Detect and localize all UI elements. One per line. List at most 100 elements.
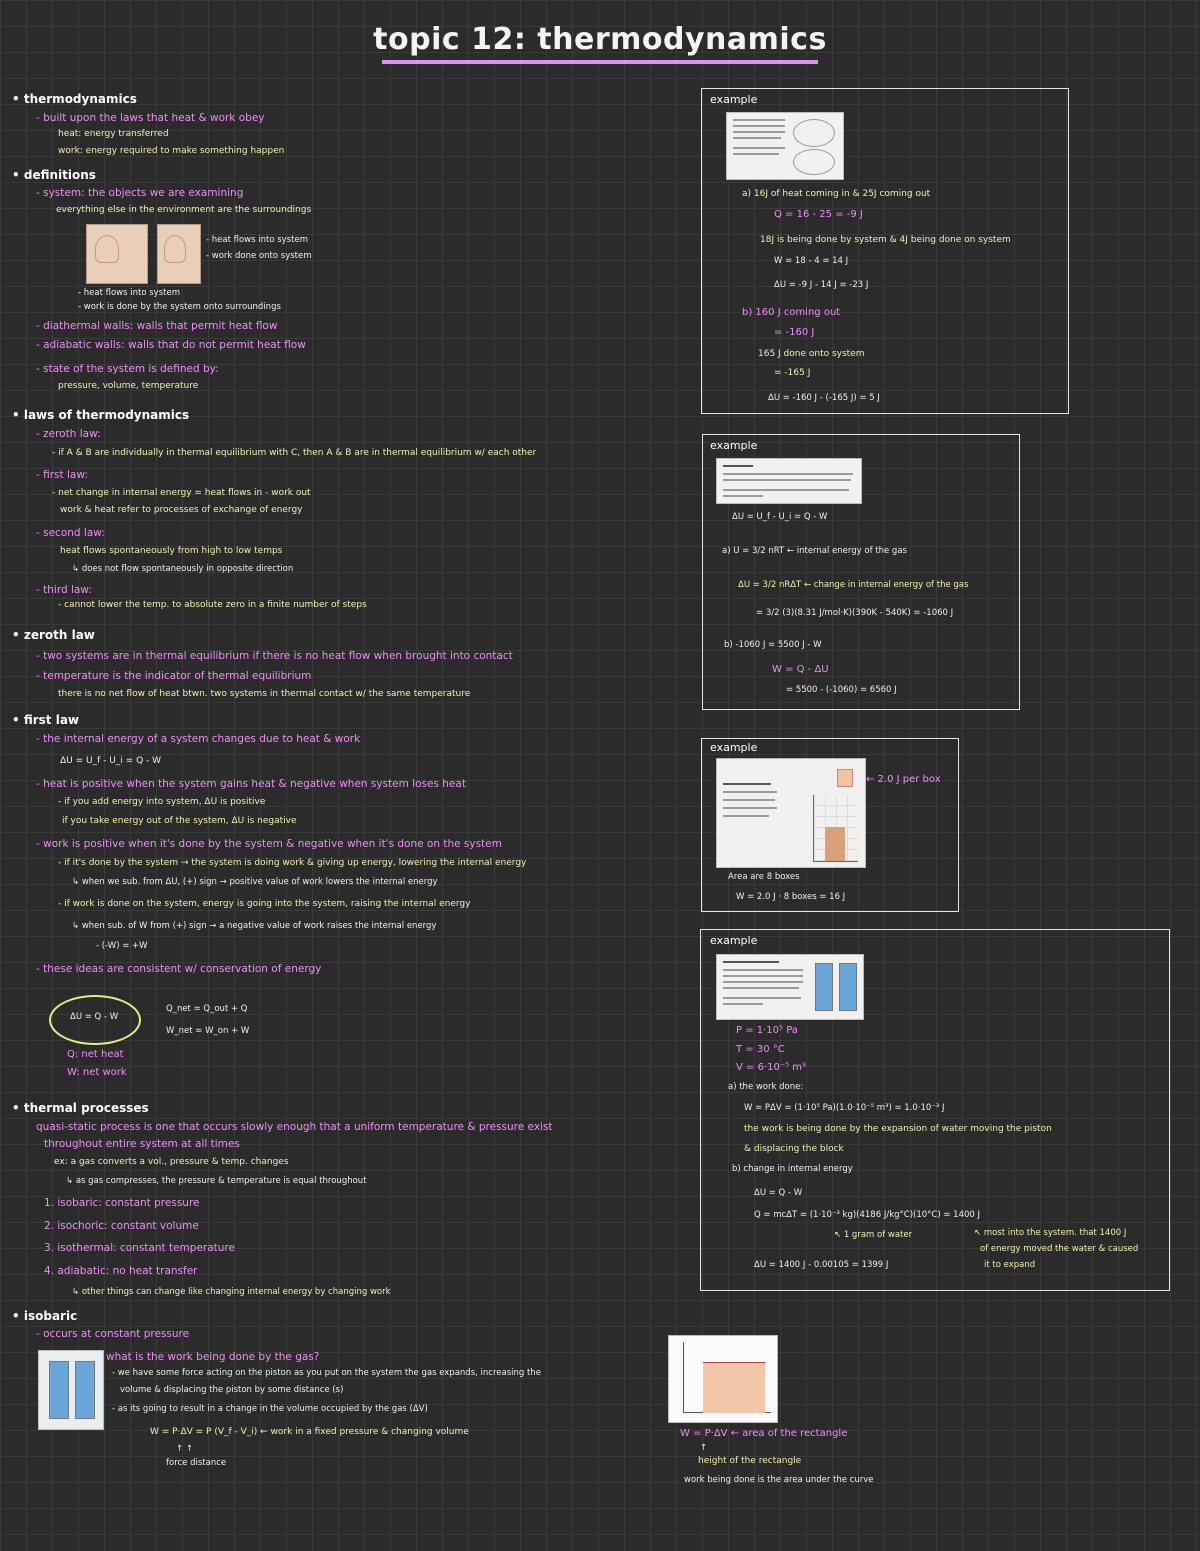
text-line: volume & displacing the piston by some d… (120, 1385, 344, 1395)
example-box-1 (701, 88, 1069, 414)
example-box-2 (702, 434, 1020, 710)
example-2-problem-image (716, 458, 862, 504)
text-line: W = PΔV = (1·10⁵ Pa)(1.0·10⁻⁵ m³) = 1.0·… (744, 1103, 945, 1113)
text-line: W = 2.0 J · 8 boxes = 16 J (736, 892, 846, 902)
text-line: ↳ when sub. of W from (+) sign → a negat… (72, 921, 437, 931)
text-line: - system: the objects we are examining (36, 187, 244, 199)
title-underline (382, 60, 818, 64)
text-line: - third law: (36, 584, 92, 596)
text-line: - cannot lower the temp. to absolute zer… (58, 600, 367, 610)
text-line: = 3/2 (3)(8.31 J/mol·K)(390K - 540K) = -… (756, 608, 954, 618)
text-line: W = P·ΔV ← area of the rectangle (680, 1428, 848, 1439)
text-line: 1. isobaric: constant pressure (44, 1197, 200, 1209)
text-line: - if it's done by the system → the syste… (58, 858, 527, 868)
text-line: ΔU = -9 J - 14 J = -23 J (774, 280, 869, 290)
text-line: ↖ most into the system. that 1400 J (974, 1228, 1127, 1238)
text-line: what is the work being done by the gas? (106, 1351, 320, 1363)
text-line: - if work is done on the system, energy … (58, 899, 471, 909)
text-line: throughout entire system at all times (44, 1138, 240, 1150)
zeroth-law-heading: • zeroth law (12, 628, 95, 642)
example-label: example (710, 93, 758, 106)
text-line: ΔU = 1400 J - 0.00105 = 1399 J (754, 1260, 889, 1270)
text-line: W = P·ΔV = P (V_f - V_i) ← work in a fix… (150, 1427, 469, 1437)
pv-graph-image (668, 1335, 778, 1423)
text-line: ΔU = 3/2 nRΔT ← change in internal energ… (738, 580, 969, 590)
text-line: ex: a gas converts a vol., pressure & te… (54, 1157, 289, 1167)
text-line: ↳ other things can change like changing … (72, 1287, 391, 1297)
text-line: ↳ when we sub. from ΔU, (+) sign → posit… (72, 877, 438, 887)
example-3-problem-image (716, 758, 866, 868)
text-line: work being done is the area under the cu… (684, 1475, 874, 1485)
piston-figure-image (38, 1350, 104, 1430)
text-line: - if you add energy into system, ΔU is p… (58, 797, 266, 807)
first-law-ellipse (49, 995, 141, 1045)
text-line: - work is done by the system onto surrou… (78, 302, 281, 312)
text-line: - if A & B are individually in thermal e… (52, 448, 537, 458)
example-label: example (710, 741, 758, 754)
system-figure-image (86, 224, 148, 284)
text-line: - built upon the laws that heat & work o… (36, 112, 265, 124)
isobaric-heading: • isobaric (12, 1309, 78, 1323)
text-line: - heat flows into system (206, 235, 308, 245)
text-line: a) 16J of heat coming in & 25J coming ou… (742, 189, 931, 199)
text-line: 18J is being done by system & 4J being d… (760, 235, 1011, 245)
text-line: - heat flows into system (78, 288, 180, 298)
text-line: & displacing the block (744, 1144, 844, 1154)
text-line: Q_net = Q_out + Q (166, 1004, 248, 1014)
definitions-heading: • definitions (12, 168, 96, 182)
text-line: - first law: (36, 469, 88, 481)
text-line: ↖ 1 gram of water (834, 1230, 913, 1240)
text-line: - temperature is the indicator of therma… (36, 670, 312, 682)
text-line: ↑ ↑ (176, 1444, 193, 1454)
text-line: = -165 J (774, 368, 811, 378)
text-line: ΔU = Q - W (70, 1012, 119, 1022)
text-line: work & heat refer to processes of exchan… (60, 505, 303, 515)
text-line: V = 6·10⁻⁵ m³ (736, 1062, 807, 1073)
text-line: ΔU = Q - W (754, 1188, 803, 1198)
text-line: - work done onto system (206, 251, 312, 261)
text-line: ↳ does not flow spontaneously in opposit… (72, 564, 294, 574)
text-line: a) the work done: (728, 1082, 804, 1092)
text-line: Q: net heat (67, 1049, 124, 1060)
text-line: Q = 16 - 25 = -9 J (774, 209, 863, 220)
text-line: heat: energy transferred (58, 129, 169, 139)
text-line: pressure, volume, temperature (58, 381, 199, 391)
text-line: ↳ as gas compresses, the pressure & temp… (66, 1176, 367, 1186)
text-line: b) change in internal energy (732, 1164, 853, 1174)
text-line: 3. isothermal: constant temperature (44, 1242, 235, 1254)
text-line: - the internal energy of a system change… (36, 733, 361, 745)
text-line: - net change in internal energy = heat f… (52, 488, 311, 498)
text-line: it to expand (984, 1260, 1036, 1270)
text-line: 4. adiabatic: no heat transfer (44, 1265, 198, 1277)
text-line: - second law: (36, 527, 105, 539)
text-line: Q = mcΔT = (1·10⁻³ kg)(4186 J/kg°C)(10°C… (754, 1210, 981, 1220)
text-line: b) 160 J coming out (742, 307, 841, 318)
text-line: ↑ (700, 1443, 708, 1453)
text-line: = -160 J (774, 327, 815, 338)
text-line: - two systems are in thermal equilibrium… (36, 650, 513, 662)
example-box-3 (701, 738, 959, 912)
text-line: there is no net flow of heat btwn. two s… (58, 689, 471, 699)
text-line: W = Q - ΔU (772, 664, 829, 675)
text-line: P = 1·10⁵ Pa (736, 1025, 798, 1036)
text-line: Area are 8 boxes (728, 872, 800, 882)
text-line: - diathermal walls: walls that permit he… (36, 320, 278, 332)
text-line: quasi-static process is one that occurs … (36, 1121, 553, 1133)
example-label: example (710, 439, 758, 452)
text-line: - heat is positive when the system gains… (36, 778, 466, 790)
text-line: - occurs at constant pressure (36, 1328, 190, 1340)
example-box-4 (700, 929, 1170, 1291)
text-line: a) U = 3/2 nRT ← internal energy of the … (722, 546, 907, 556)
text-line: T = 30 °C (736, 1044, 785, 1055)
thermal-processes-heading: • thermal processes (12, 1101, 149, 1115)
text-line: W: net work (67, 1067, 127, 1078)
text-line: b) -1060 J = 5500 J - W (724, 640, 822, 650)
text-line: ← 2.0 J per box (866, 774, 941, 785)
text-line: W_net = W_on + W (166, 1026, 250, 1036)
text-line: heat flows spontaneously from high to lo… (60, 546, 283, 556)
text-line: of energy moved the water & caused (980, 1244, 1139, 1254)
text-line: - we have some force acting on the pisto… (112, 1368, 541, 1378)
text-line: if you take energy out of the system, ΔU… (62, 816, 297, 826)
text-line: everything else in the environment are t… (56, 205, 312, 215)
system-figure-image (157, 224, 201, 284)
